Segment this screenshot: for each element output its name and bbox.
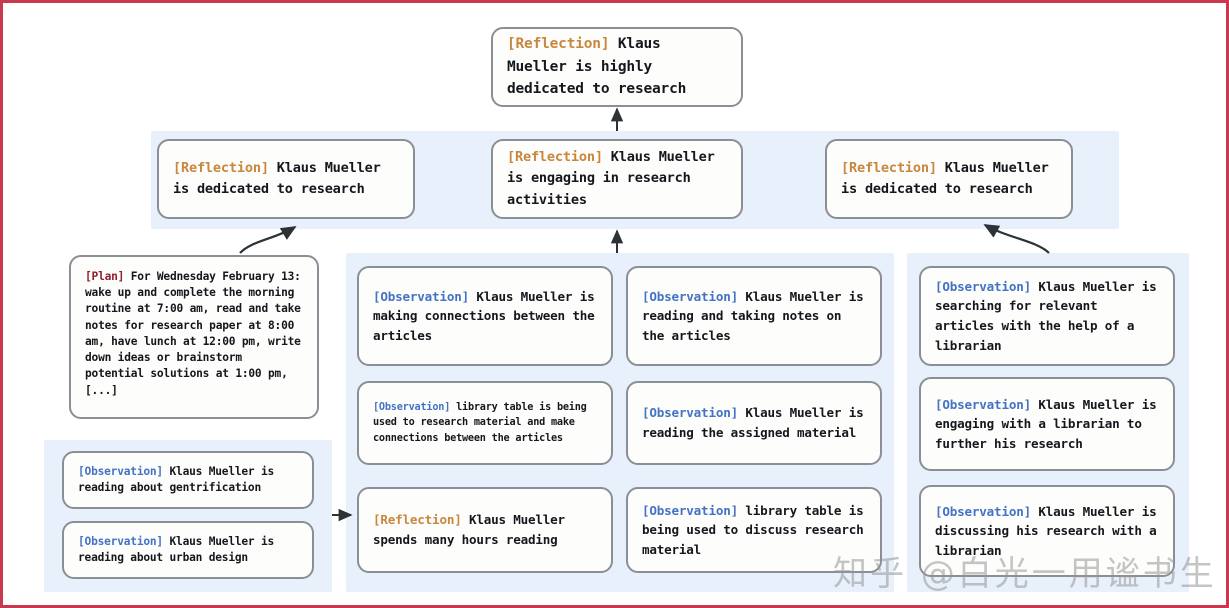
observation-tag: [Observation] <box>373 288 469 304</box>
observation-tag: [Observation] <box>642 405 738 421</box>
plan-tag: [Plan] <box>85 270 125 283</box>
node-text: Klaus Mueller is reading the assigned ma… <box>642 405 864 440</box>
observation-tag: [Observation] <box>373 402 451 414</box>
node-col4-observation-2[interactable]: [Observation] Klaus Mueller is engaging … <box>919 377 1175 471</box>
node-col4-observation-1[interactable]: [Observation] Klaus Mueller is searching… <box>919 266 1175 366</box>
node-plan[interactable]: [Plan] For Wednesday February 13: wake u… <box>69 255 319 419</box>
node-col3-observation-2[interactable]: [Observation] Klaus Mueller is reading t… <box>626 381 882 465</box>
node-text: For Wednesday February 13: wake up and c… <box>85 270 301 397</box>
node-text: Klaus Mueller is reading about gentrific… <box>78 464 275 494</box>
observation-tag: [Observation] <box>935 396 1031 412</box>
node-text: Klaus Mueller is engaging in research ac… <box>507 149 715 208</box>
observation-tag: [Observation] <box>935 503 1031 519</box>
observation-tag: [Observation] <box>78 464 163 478</box>
observation-tag: [Observation] <box>935 278 1031 294</box>
node-col4-observation-3[interactable]: [Observation] Klaus Mueller is discussin… <box>919 485 1175 577</box>
arrow-right-to-reflection-right <box>983 224 1050 254</box>
node-col2-observation-2[interactable]: [Observation] library table is being use… <box>357 381 613 465</box>
node-text: library table is being used to discuss r… <box>642 502 864 557</box>
reflection-tag: [Reflection] <box>507 149 603 166</box>
reflection-tag: [Reflection] <box>173 159 269 176</box>
reflection-tag: [Reflection] <box>841 159 937 176</box>
node-text: Klaus Mueller is dedicated to research <box>173 159 381 197</box>
observation-tag: [Observation] <box>78 534 163 548</box>
arrow-plan-to-reflection-left <box>239 226 297 254</box>
node-reflection-3[interactable]: [Reflection] Klaus Mueller is dedicated … <box>825 139 1073 219</box>
node-reflection-1[interactable]: [Reflection] Klaus Mueller is dedicated … <box>157 139 415 219</box>
watermark: 知乎 @白光一用谧书生 <box>833 554 1217 594</box>
node-left-observation-1[interactable]: [Observation] Klaus Mueller is reading a… <box>62 451 314 509</box>
node-text: Klaus Mueller is reading and taking note… <box>642 288 864 343</box>
node-text: Klaus Mueller is making connections betw… <box>373 288 595 343</box>
node-col3-observation-3[interactable]: [Observation] library table is being use… <box>626 487 882 573</box>
node-reflection-2[interactable]: [Reflection] Klaus Mueller is engaging i… <box>491 139 743 219</box>
observation-tag: [Observation] <box>642 502 738 518</box>
node-text: library table is being used to research … <box>373 402 587 444</box>
node-col2-observation-1[interactable]: [Observation] Klaus Mueller is making co… <box>357 266 613 366</box>
node-text: Klaus Mueller spends many hours reading <box>373 512 565 547</box>
node-text: Klaus Mueller is reading about urban des… <box>78 534 275 564</box>
node-text: Klaus Mueller is searching for relevant … <box>935 278 1157 353</box>
observation-tag: [Observation] <box>642 288 738 304</box>
node-text: Klaus Mueller is dedicated to research <box>841 159 1049 197</box>
node-text: Klaus Mueller is highly dedicated to res… <box>507 36 687 98</box>
node-col2-reflection[interactable]: [Reflection] Klaus Mueller spends many h… <box>357 487 613 573</box>
node-left-observation-2[interactable]: [Observation] Klaus Mueller is reading a… <box>62 521 314 579</box>
node-text: Klaus Mueller is engaging with a librari… <box>935 396 1157 451</box>
reflection-tag: [Reflection] <box>373 512 462 528</box>
node-top-reflection[interactable]: [Reflection] Klaus Mueller is highly ded… <box>491 27 743 107</box>
node-col3-observation-1[interactable]: [Observation] Klaus Mueller is reading a… <box>626 266 882 366</box>
node-text: Klaus Mueller is discussing his research… <box>935 503 1157 558</box>
reflection-tag: [Reflection] <box>507 36 610 53</box>
